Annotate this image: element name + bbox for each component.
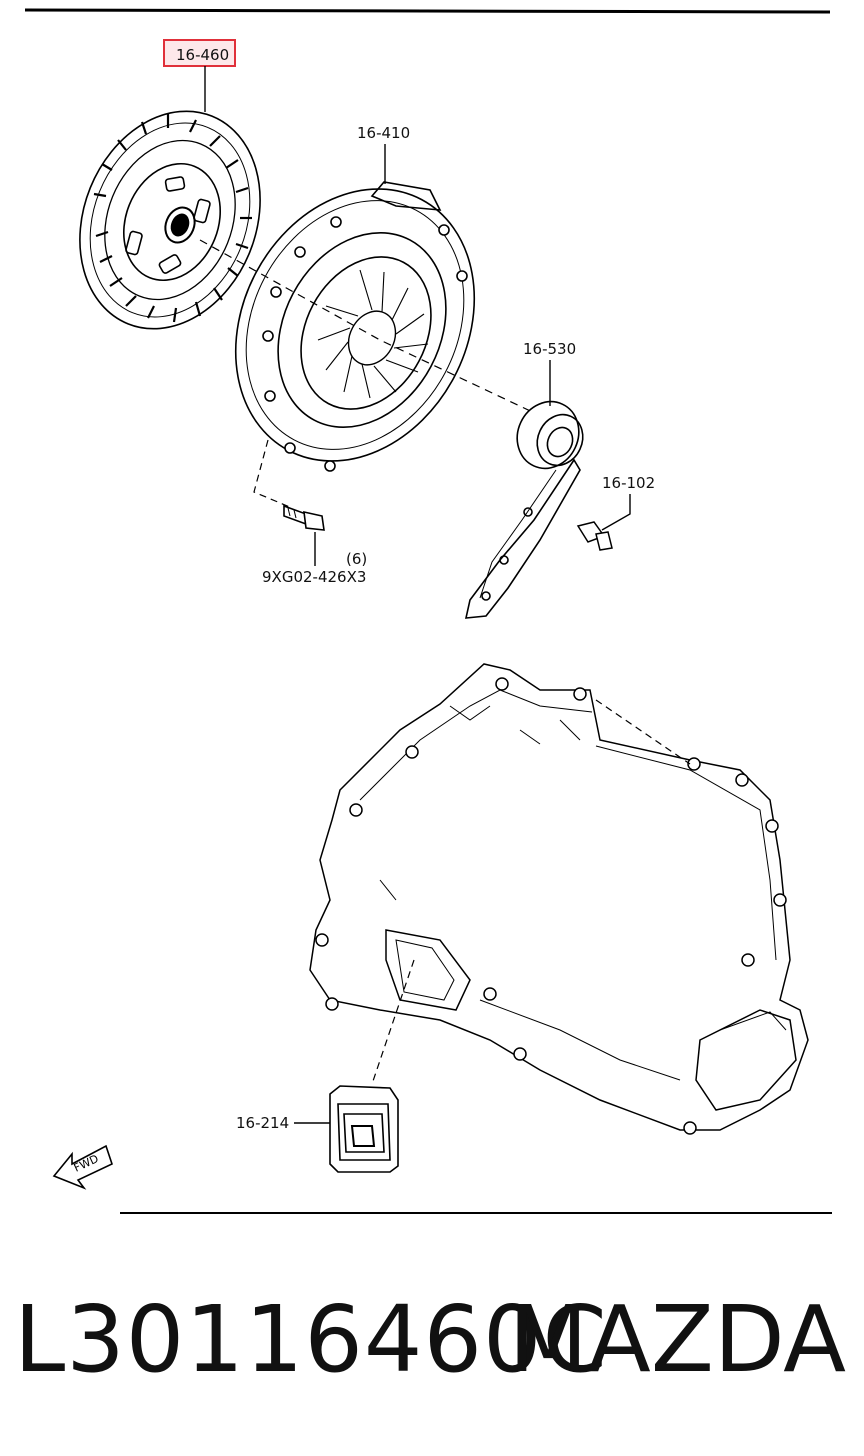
highlight-box <box>163 39 236 67</box>
assembly-axis-dashed <box>199 239 561 426</box>
leader-line <box>601 494 631 531</box>
callout-16-530[interactable]: 16-530 <box>523 340 576 358</box>
release-bearing-fork[interactable] <box>464 392 591 619</box>
clutch-disc[interactable] <box>48 84 291 356</box>
callout-16-410[interactable]: 16-410 <box>357 124 410 142</box>
clutch-cover[interactable] <box>189 147 520 503</box>
part-number: L30116460C <box>14 1286 608 1393</box>
callout-bolt-qty[interactable]: (6) <box>346 550 367 568</box>
callout-16-214[interactable]: 16-214 <box>236 1114 289 1132</box>
callout-16-102[interactable]: 16-102 <box>602 474 655 492</box>
top-border-line <box>24 8 831 14</box>
footer: L30116460C MAZDA <box>0 1290 864 1400</box>
callout-9xg02-426x3[interactable]: 9XG02-426X3 <box>262 568 366 586</box>
cover-bolt[interactable] <box>283 504 325 531</box>
fitting-16-102[interactable] <box>576 521 613 551</box>
transmission-case <box>309 663 809 1135</box>
fwd-arrow-icon: FWD <box>52 1144 113 1190</box>
brand-name: MAZDA <box>508 1286 847 1393</box>
callout-16-460[interactable]: 16-460 <box>176 46 229 64</box>
bolt-dashed-line <box>253 439 293 509</box>
boot-dashed-line <box>371 959 415 1085</box>
dust-boot[interactable] <box>329 1085 399 1173</box>
case-dashed-line <box>595 699 691 765</box>
